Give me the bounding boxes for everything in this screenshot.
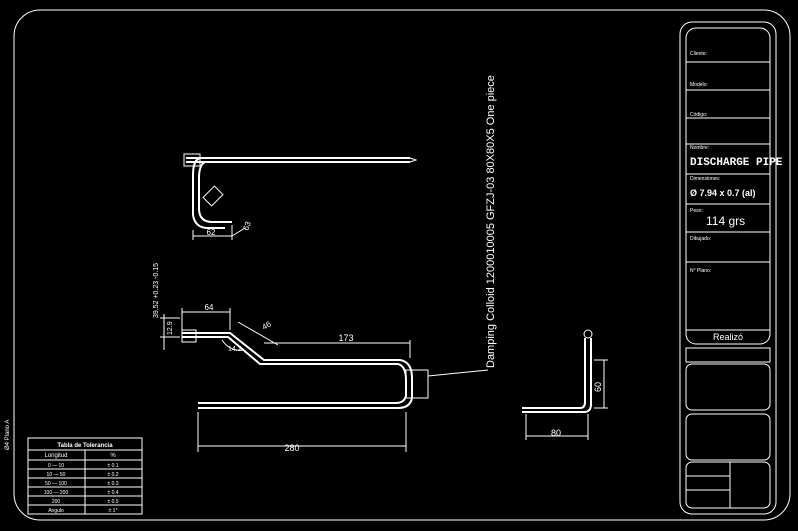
side-view: 80 60 <box>522 329 608 440</box>
tolerance-header-pct: % <box>110 453 116 459</box>
tolerance-row-range: 0 — 10 <box>48 463 64 469</box>
dim-280: 280 <box>284 443 299 453</box>
name-label: Nombre: <box>690 145 709 151</box>
dim-173: 173 <box>338 333 353 343</box>
dimension-value: Ø 7.94 x 0.7 (al) <box>690 188 756 198</box>
tolerance-row-value: ± 0.4 <box>107 490 118 496</box>
tolerance-row-range: 200 <box>52 499 61 505</box>
dimension-label: Dimensiones: <box>690 176 720 182</box>
dim-62: 62 <box>207 228 216 237</box>
tolerance-title: Tabla de Tolerancia <box>57 443 113 449</box>
side-text: Ø4 Plano A <box>5 420 11 450</box>
dim-angle: 14.2 <box>228 346 242 353</box>
dim-46: 46 <box>261 319 274 332</box>
part-name: DISCHARGE PIPE <box>690 157 783 169</box>
tolerance-row-range: 50 — 100 <box>45 481 67 487</box>
dim-12: 12.9 <box>167 321 174 335</box>
front-view: 64 173 46 14.2 12.9 39.52 +0.23 -0.15 28… <box>153 263 429 453</box>
dim-80: 80 <box>551 428 561 438</box>
drawing-border <box>13 9 791 521</box>
plane-label: N° Plano: <box>690 268 711 274</box>
tolerance-row-value: ± 0.3 <box>107 481 118 487</box>
dim-64: 64 <box>205 303 214 312</box>
tolerance-row-value: ± 0.1 <box>107 463 118 469</box>
drawing-note: Damping Colloid 1200010005 GFZJ-03 80X80… <box>485 75 497 368</box>
top-view: 62 63 <box>183 153 418 240</box>
field-cliente-label: Cliente: <box>690 51 707 57</box>
field-modelo-label: Modelo: <box>690 82 708 88</box>
field-codigo-label: Código: <box>690 112 707 118</box>
dim-63: 63 <box>241 220 253 232</box>
title-block <box>679 21 777 515</box>
dim-tolerance: 39.52 +0.23 -0.15 <box>153 263 160 318</box>
tolerance-row-range: 10 — 50 <box>47 472 66 478</box>
tolerance-table <box>27 437 143 515</box>
made-label: Realizó <box>713 332 743 342</box>
weight-value: 114 grs <box>706 214 745 228</box>
drawing-label: Dibujado: <box>690 236 711 242</box>
tolerance-row-value: ± 1° <box>109 508 118 514</box>
tolerance-header-length: Longitud <box>44 453 67 459</box>
weight-label: Peso: <box>690 208 703 214</box>
dim-60: 60 <box>593 382 603 392</box>
tolerance-row-value: ± 0.5 <box>107 499 118 505</box>
tolerance-row-range: Angulo <box>48 508 64 514</box>
tolerance-row-value: ± 0.2 <box>107 472 118 478</box>
tolerance-row-range: 100 — 200 <box>44 490 69 496</box>
